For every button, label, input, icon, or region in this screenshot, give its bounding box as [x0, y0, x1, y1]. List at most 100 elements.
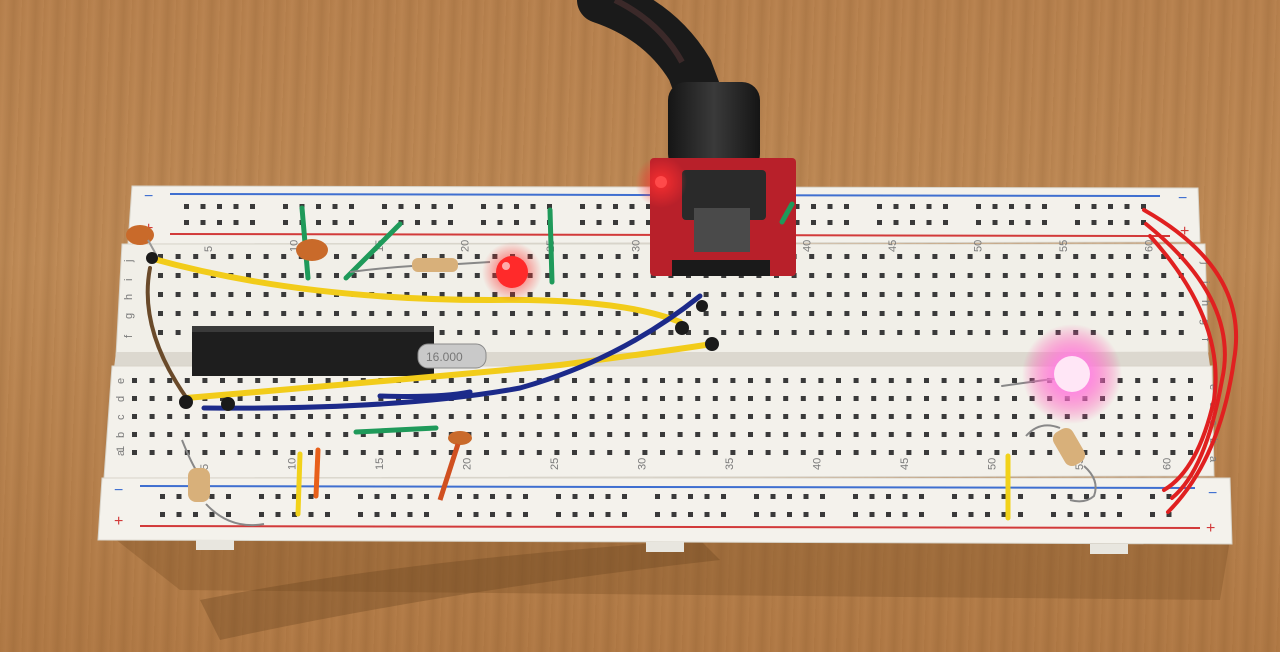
breadboard-hole	[422, 273, 427, 278]
breadboard-hole	[457, 292, 463, 297]
breadboard-hole	[712, 396, 718, 401]
breadboard-hole	[536, 432, 542, 437]
breadboard-hole	[976, 204, 981, 209]
breadboard-hole	[589, 378, 595, 383]
yellow-jumper	[295, 451, 303, 517]
breadboard-hole	[906, 450, 912, 455]
breadboard-hole	[888, 414, 894, 419]
breadboard-hole	[1029, 450, 1035, 455]
breadboard-hole	[826, 273, 832, 278]
breadboard-hole	[791, 292, 797, 297]
breadboard-hole	[879, 254, 885, 259]
breadboard-hole	[378, 414, 384, 419]
breadboard-hole	[580, 330, 586, 335]
breadboard-hole	[217, 204, 222, 209]
breadboard-hole	[871, 432, 877, 437]
breadboard-hole	[906, 414, 912, 419]
breadboard-hole	[862, 273, 867, 278]
breadboard-hole	[1020, 292, 1026, 297]
breadboard-hole	[914, 311, 920, 316]
breadboard-hole	[290, 450, 296, 455]
breadboard-hole	[826, 254, 832, 259]
breadboard-hole	[554, 432, 560, 437]
breadboard-hole	[853, 432, 859, 437]
breadboard-hole	[501, 378, 507, 383]
breadboard-hole	[325, 414, 331, 419]
usb-plug-boot	[668, 82, 760, 172]
breadboard-hole	[422, 292, 427, 297]
breadboard-hole	[572, 414, 577, 419]
breadboard-hole	[677, 396, 683, 401]
breadboard-hole	[1166, 494, 1172, 499]
breadboard-hole	[334, 273, 339, 278]
breadboard-hole	[622, 494, 627, 499]
breadboard-hole	[290, 396, 296, 401]
breadboard-hole	[167, 396, 173, 401]
breadboard-hole	[316, 220, 321, 225]
column-number-label: 20	[460, 240, 472, 252]
breadboard-hole	[994, 432, 1000, 437]
breadboard-hole	[1161, 330, 1167, 335]
breadboard-hole	[941, 378, 947, 383]
breadboard-hole	[844, 220, 849, 225]
green-jumper	[779, 201, 795, 225]
breadboard-hole	[902, 512, 908, 517]
breadboard-hole	[176, 512, 182, 517]
breadboard-hole	[1067, 494, 1073, 499]
breadboard-hole	[794, 220, 800, 225]
breadboard-hole	[398, 204, 404, 209]
breadboard-hole	[607, 414, 613, 419]
breadboard-hole	[976, 378, 982, 383]
breadboard-hole	[660, 378, 665, 383]
breadboard-hole	[660, 450, 665, 455]
breadboard-hole	[1029, 414, 1035, 419]
breadboard-hole	[210, 311, 216, 316]
breadboard-hole	[431, 220, 437, 225]
breadboard-hole	[1012, 378, 1017, 383]
breadboard-hole	[967, 311, 973, 316]
breadboard-hole	[1020, 330, 1026, 335]
breadboard-hole	[1108, 220, 1113, 225]
breadboard-hole	[967, 254, 973, 259]
breadboard-hole	[386, 311, 392, 316]
breadboard-hole	[704, 494, 710, 499]
breadboard-hole	[1038, 273, 1043, 278]
bottom-rail-red-line	[139, 525, 1201, 529]
breadboard-hole	[422, 254, 427, 259]
breadboard-hole	[281, 311, 287, 316]
breadboard-hole	[374, 512, 380, 517]
breadboard-hole	[255, 378, 261, 383]
breadboard-hole	[932, 292, 938, 297]
breadboard-hole	[886, 494, 891, 499]
breadboard-hole	[506, 494, 512, 499]
breadboard-hole	[919, 512, 924, 517]
breadboard-hole	[519, 396, 525, 401]
breadboard-hole	[853, 396, 859, 401]
breadboard-hole	[721, 512, 726, 517]
breadboard-hole	[481, 220, 486, 225]
breadboard-hole	[765, 378, 771, 383]
breadboard-hole	[1135, 432, 1141, 437]
breadboard-hole	[202, 432, 208, 437]
breadboard-hole	[800, 378, 806, 383]
breadboard-hole	[906, 432, 912, 437]
capacitors	[126, 225, 472, 501]
breadboard-hole	[210, 254, 216, 259]
breadboard-hole	[1126, 254, 1131, 259]
breadboard-hole	[794, 204, 800, 209]
breadboard-hole	[1108, 254, 1114, 259]
breadboard-hole	[836, 378, 841, 383]
ceramic-capacitor	[296, 239, 328, 261]
breadboard-hole	[992, 220, 998, 225]
breadboard-hole	[703, 330, 709, 335]
row-letter-label: a	[1207, 456, 1219, 463]
breadboard-hole	[712, 432, 718, 437]
breadboard-hole	[316, 292, 322, 297]
breadboard-hole	[536, 396, 542, 401]
breadboard-hole	[519, 450, 525, 455]
breadboard-hole	[501, 396, 507, 401]
breadboard-hole	[283, 220, 288, 225]
breadboard-hole	[386, 273, 392, 278]
breadboard-hole	[255, 396, 261, 401]
breadboard-hole	[853, 378, 859, 383]
